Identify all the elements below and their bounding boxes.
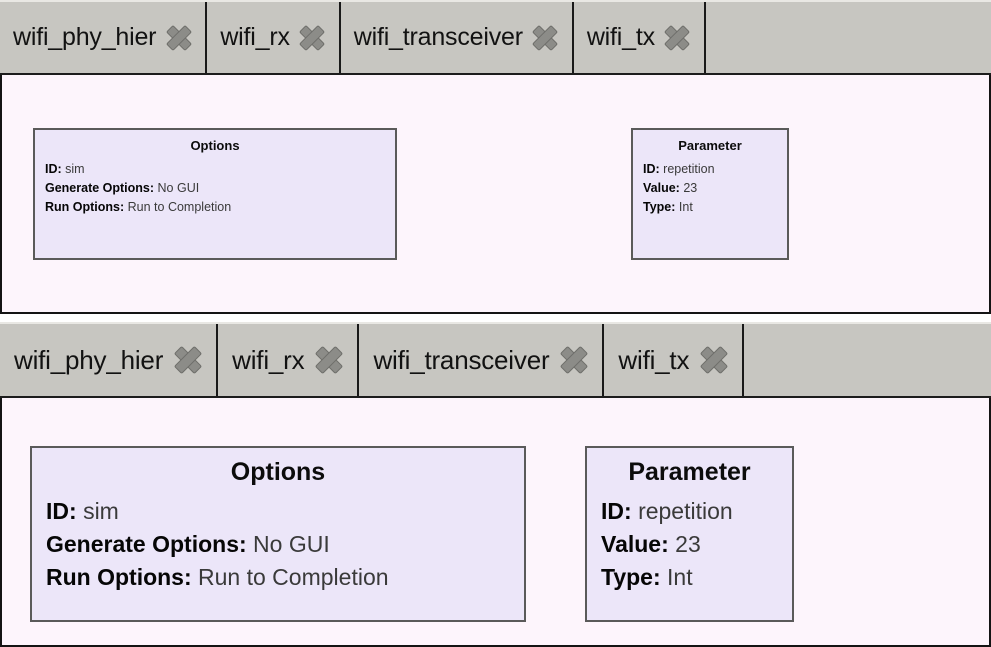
tab-bar-small: wifi_phy_hier wifi_rx wifi_transceiver w… xyxy=(0,0,991,75)
tab-label: wifi_phy_hier xyxy=(14,344,164,375)
node-row-key: Type: xyxy=(643,200,676,214)
close-x-icon[interactable] xyxy=(299,25,326,50)
close-x-icon[interactable] xyxy=(532,25,559,50)
node-row-value: Int xyxy=(667,564,693,590)
node-row: Value: 23 xyxy=(643,179,777,198)
node-row-value: repetition xyxy=(638,498,733,524)
node-row: Generate Options: No GUI xyxy=(45,179,385,198)
node-row: Type: Int xyxy=(643,198,777,217)
tab-wifi-tx[interactable]: wifi_tx xyxy=(573,2,706,73)
node-row-key: Value: xyxy=(601,531,669,557)
tab-wifi-rx[interactable]: wifi_rx xyxy=(207,2,341,73)
tab-label: wifi_transceiver xyxy=(353,23,523,51)
close-x-icon[interactable] xyxy=(664,25,691,50)
node-row-value: sim xyxy=(83,498,119,524)
tab-wifi-transceiver[interactable]: wifi_transceiver xyxy=(340,2,574,73)
node-row: Type: Int xyxy=(601,561,778,594)
tab-wifi-transceiver[interactable]: wifi_transceiver xyxy=(359,324,605,396)
close-x-icon[interactable] xyxy=(165,25,192,50)
close-x-icon[interactable] xyxy=(314,347,343,373)
node-row-key: Type: xyxy=(601,564,661,590)
node-parameter[interactable]: Parameter ID: repetition Value: 23 Type:… xyxy=(585,446,794,622)
node-row-value: 23 xyxy=(675,531,701,557)
node-row: ID: repetition xyxy=(643,160,777,179)
node-row-value: No GUI xyxy=(157,181,200,195)
node-row: Generate Options: No GUI xyxy=(46,528,510,561)
tab-label: wifi_rx xyxy=(220,23,290,51)
flowgraph-canvas-small[interactable]: Options ID: sim Generate Options: No GUI… xyxy=(0,75,991,314)
node-row: Run Options: Run to Completion xyxy=(45,198,385,217)
node-row-value: No GUI xyxy=(253,531,330,557)
tab-bar-large: wifi_phy_hier wifi_rx wifi_transceiver w… xyxy=(0,322,991,398)
node-row-value: sim xyxy=(65,162,85,176)
close-x-icon[interactable] xyxy=(559,347,588,373)
node-row-key: Value: xyxy=(643,181,680,195)
node-title: Parameter xyxy=(678,138,742,153)
node-row-key: ID: xyxy=(643,162,660,176)
node-row-key: ID: xyxy=(601,498,632,524)
node-row: ID: sim xyxy=(46,495,510,528)
node-row: Run Options: Run to Completion xyxy=(46,561,510,594)
node-row: Value: 23 xyxy=(601,528,778,561)
node-options[interactable]: Options ID: sim Generate Options: No GUI… xyxy=(33,128,397,260)
node-options[interactable]: Options ID: sim Generate Options: No GUI… xyxy=(30,446,526,622)
node-row-key: ID: xyxy=(46,498,77,524)
tab-label: wifi_tx xyxy=(618,344,690,375)
flowgraph-view-large: wifi_phy_hier wifi_rx wifi_transceiver w… xyxy=(0,322,991,647)
node-parameter[interactable]: Parameter ID: repetition Value: 23 Type:… xyxy=(631,128,789,260)
node-row-value: Run to Completion xyxy=(127,200,232,214)
node-row-value: Int xyxy=(678,200,693,214)
node-row-key: Run Options: xyxy=(45,200,125,214)
close-x-icon[interactable] xyxy=(173,347,202,373)
tab-wifi-phy-hier[interactable]: wifi_phy_hier xyxy=(0,324,219,396)
node-row-value: repetition xyxy=(663,162,715,176)
node-title: Parameter xyxy=(628,458,751,486)
tab-label: wifi_phy_hier xyxy=(13,23,157,51)
node-row-key: Generate Options: xyxy=(46,531,247,557)
flowgraph-view-small: wifi_phy_hier wifi_rx wifi_transceiver w… xyxy=(0,0,991,316)
node-row-value: Run to Completion xyxy=(198,564,389,590)
tab-wifi-rx[interactable]: wifi_rx xyxy=(218,324,360,396)
node-row-key: ID: xyxy=(45,162,62,176)
node-row: ID: repetition xyxy=(601,495,778,528)
node-title: Options xyxy=(230,458,326,486)
node-row-value: 23 xyxy=(683,181,698,195)
node-row: ID: sim xyxy=(45,160,385,179)
close-x-icon[interactable] xyxy=(699,347,728,373)
node-title: Options xyxy=(190,138,240,153)
node-row-key: Generate Options: xyxy=(45,181,155,195)
node-row-key: Run Options: xyxy=(46,564,192,590)
tab-label: wifi_transceiver xyxy=(373,344,550,375)
flowgraph-canvas-large[interactable]: Options ID: sim Generate Options: No GUI… xyxy=(0,398,991,647)
tab-label: wifi_rx xyxy=(232,344,305,375)
tab-label: wifi_tx xyxy=(586,23,655,51)
tab-wifi-phy-hier[interactable]: wifi_phy_hier xyxy=(0,2,208,73)
tab-wifi-tx[interactable]: wifi_tx xyxy=(604,324,745,396)
